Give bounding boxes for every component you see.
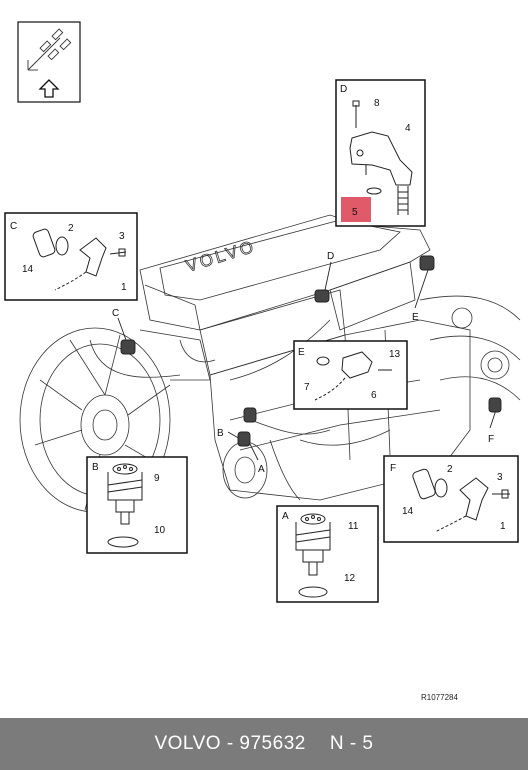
callout-box-c: C 2 3 14 1 bbox=[4, 212, 138, 301]
exploded-view-icon bbox=[27, 28, 72, 71]
callout-d-letter: D bbox=[340, 84, 347, 95]
callout-box-f: F 2 3 14 1 bbox=[383, 455, 519, 543]
highlight-part-5 bbox=[341, 197, 371, 222]
footer-separator: - bbox=[226, 733, 234, 754]
part-label-e-7: 7 bbox=[304, 382, 310, 393]
part-label-f-3: 3 bbox=[497, 472, 503, 483]
engine-drawing bbox=[19, 214, 521, 513]
camshaft-sensor-drawing bbox=[349, 100, 413, 215]
part-label-d-4: 4 bbox=[405, 123, 411, 134]
part-label-c-14: 14 bbox=[22, 264, 34, 275]
part-label-a-12: 12 bbox=[344, 573, 356, 584]
part-label-e-13: 13 bbox=[389, 349, 401, 360]
callout-b-letter: B bbox=[92, 462, 99, 473]
pointer-label-b: B bbox=[217, 428, 224, 439]
callout-c-letter: C bbox=[10, 221, 17, 232]
callout-box-a: A 11 12 bbox=[276, 505, 379, 603]
footer-bar: VOLVO - 975632 N - 5 bbox=[0, 718, 528, 770]
temperature-sensor-b-drawing bbox=[107, 463, 143, 548]
footer-page: N - 5 bbox=[329, 733, 374, 754]
sensor-f-drawing bbox=[412, 468, 510, 533]
navigation-box[interactable] bbox=[17, 21, 81, 103]
callout-box-d: D 8 4 5 bbox=[335, 79, 426, 227]
footer-part-number: 975632 bbox=[239, 733, 306, 754]
footer-brand: VOLVO bbox=[154, 733, 222, 754]
part-label-c-2: 2 bbox=[68, 223, 74, 234]
arrow-up-icon[interactable] bbox=[38, 79, 60, 98]
part-label-d-8: 8 bbox=[374, 98, 380, 109]
part-label-a-11: 11 bbox=[348, 521, 359, 532]
crankshaft-sensor-drawing bbox=[32, 228, 127, 291]
reference-code: R1077284 bbox=[421, 693, 458, 702]
pointer-label-f: F bbox=[488, 434, 494, 445]
pointer-label-d: D bbox=[327, 251, 334, 262]
part-label-f-1: 1 bbox=[500, 521, 506, 532]
callout-box-e: E 13 7 6 bbox=[293, 340, 408, 410]
callout-box-b: B 9 10 bbox=[86, 456, 188, 554]
part-label-f-2: 2 bbox=[447, 464, 453, 475]
pointer-label-c: C bbox=[112, 308, 119, 319]
part-label-f-14: 14 bbox=[402, 506, 414, 517]
part-label-d-5: 5 bbox=[352, 207, 358, 218]
sensor-e-drawing bbox=[314, 351, 392, 401]
parts-diagram: VOLVO D 8 4 5 C bbox=[4, 21, 521, 702]
callout-e-letter: E bbox=[298, 347, 305, 358]
callout-a-letter: A bbox=[282, 511, 289, 522]
part-label-c-1: 1 bbox=[121, 282, 127, 293]
part-label-b-9: 9 bbox=[154, 473, 160, 484]
location-pointers bbox=[117, 255, 502, 461]
pointer-label-e: E bbox=[412, 312, 419, 323]
part-label-b-10: 10 bbox=[154, 525, 166, 536]
engine-brand-text: VOLVO bbox=[184, 237, 259, 276]
part-label-c-3: 3 bbox=[119, 231, 125, 242]
pointer-label-a: A bbox=[258, 464, 265, 475]
temperature-sensor-a-drawing bbox=[295, 513, 331, 598]
part-label-e-6: 6 bbox=[371, 390, 377, 401]
callout-f-letter: F bbox=[390, 463, 396, 474]
